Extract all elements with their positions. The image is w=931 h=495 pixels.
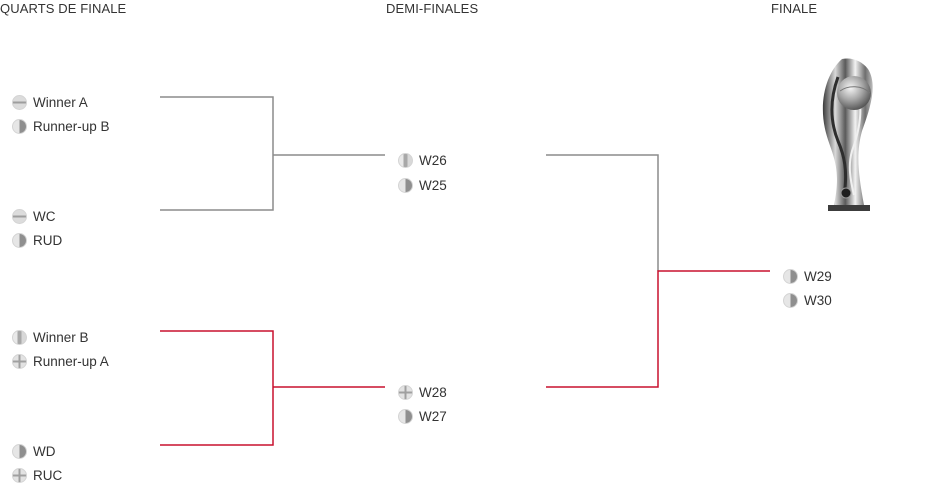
team-name: WD — [33, 443, 56, 459]
team-flag-icon — [398, 177, 413, 193]
match-qf1-team2[interactable]: Runner-up B — [12, 117, 110, 135]
team-flag-icon — [783, 292, 798, 308]
team-flag-icon — [398, 408, 413, 424]
match-qf2-team1[interactable]: WC — [12, 207, 56, 225]
round-title-semifinals: DEMI-FINALES — [386, 1, 479, 16]
trophy-icon — [822, 58, 873, 211]
team-name: Runner-up A — [33, 353, 109, 369]
team-name: W30 — [804, 292, 832, 308]
team-name: W26 — [419, 152, 447, 168]
team-flag-icon — [12, 353, 27, 369]
team-name: W27 — [419, 408, 447, 424]
team-flag-icon — [12, 232, 27, 248]
team-name: Winner A — [33, 94, 88, 110]
match-qf1-team1[interactable]: Winner A — [12, 93, 88, 111]
match-qf4-team1[interactable]: WD — [12, 442, 56, 460]
match-sf1-team1[interactable]: W26 — [398, 151, 447, 169]
match-sf1-team2[interactable]: W25 — [398, 176, 447, 194]
team-flag-icon — [398, 384, 413, 400]
connector-sf2-final — [546, 270, 770, 388]
team-flag-icon — [12, 94, 27, 110]
team-name: W28 — [419, 384, 447, 400]
team-name: Winner B — [33, 329, 89, 345]
match-qf3-team2[interactable]: Runner-up A — [12, 352, 109, 370]
team-name: RUC — [33, 467, 63, 483]
round-title-quarterfinals: QUARTS DE FINALE — [0, 1, 127, 16]
team-name: WC — [33, 208, 56, 224]
team-flag-icon — [783, 268, 798, 284]
connector-sf1-final — [546, 154, 659, 271]
match-qf3-team1[interactable]: Winner B — [12, 328, 89, 346]
team-flag-icon — [12, 467, 27, 483]
team-name: Runner-up B — [33, 118, 110, 134]
team-flag-icon — [12, 329, 27, 345]
match-final-team1[interactable]: W29 — [783, 267, 832, 285]
match-sf2-team1[interactable]: W28 — [398, 383, 447, 401]
connector-qf2-sf2 — [160, 330, 385, 446]
match-qf2-team2[interactable]: RUD — [12, 231, 62, 249]
connector-qf1-sf1 — [160, 96, 385, 211]
match-qf4-team2[interactable]: RUC — [12, 466, 62, 484]
match-final-team2[interactable]: W30 — [783, 291, 832, 309]
team-name: RUD — [33, 232, 63, 248]
team-name: W29 — [804, 268, 832, 284]
team-flag-icon — [12, 208, 27, 224]
team-name: W25 — [419, 177, 447, 193]
round-title-final: FINALE — [771, 1, 818, 16]
team-flag-icon — [12, 118, 27, 134]
team-flag-icon — [12, 443, 27, 459]
team-flag-icon — [398, 152, 413, 168]
match-sf2-team2[interactable]: W27 — [398, 407, 447, 425]
